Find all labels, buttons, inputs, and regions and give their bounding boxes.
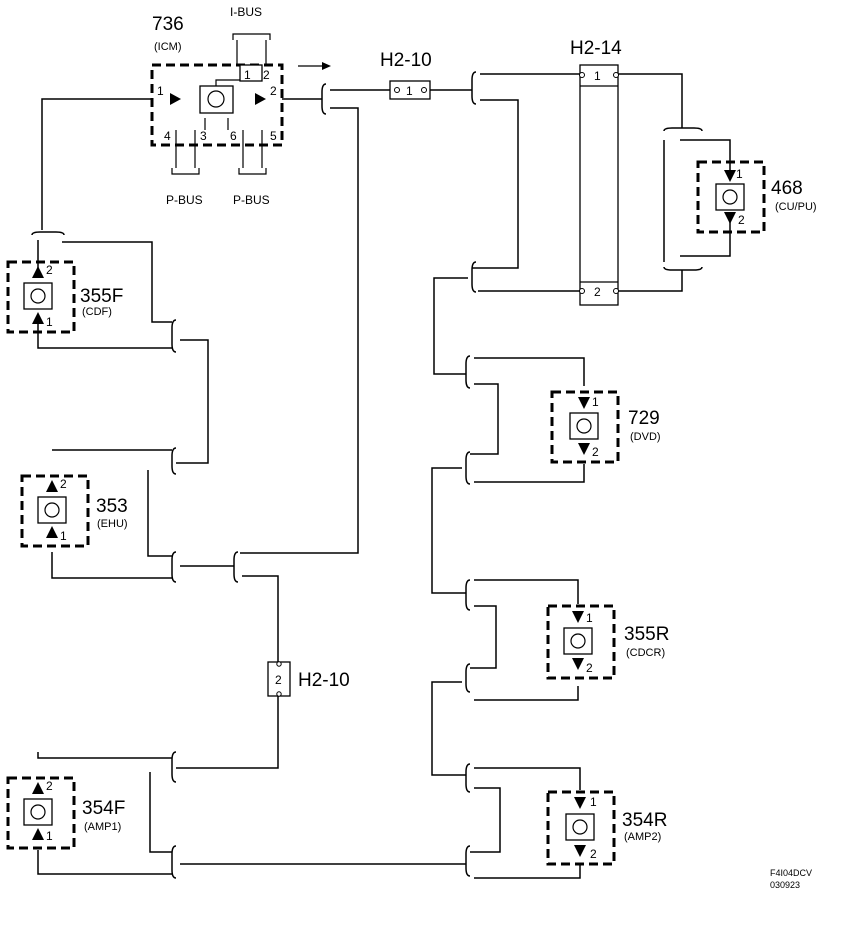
module-cdf: 2 1 355F (CDF) (6, 260, 123, 334)
ibus-pin-2: 2 (263, 68, 270, 82)
icm-pin-6: 6 (230, 129, 237, 143)
icm-pin-5: 5 (270, 129, 277, 143)
icm-name: (ICM) (154, 41, 182, 53)
amp1-pin-2: 2 (46, 779, 53, 793)
cupu-pin-1: 1 (736, 167, 743, 181)
h210-mid-pin: 2 (275, 673, 282, 687)
pbus-connections: P-BUS P-BUS (166, 118, 270, 207)
fiber-loop-wiring: 1 H2-10 1 2 H2-14 (31, 38, 731, 879)
amp2-pin-2: 2 (590, 847, 597, 861)
icm-out-arrow (255, 93, 266, 105)
ehu-pin-1: 1 (60, 529, 67, 543)
module-amp2: 1 2 354R (AMP2) (546, 790, 667, 866)
cupu-pin-2: 2 (738, 213, 745, 227)
cupu-name: (CU/PU) (775, 201, 817, 213)
ibus-connection: 1 2 I-BUS (215, 5, 331, 86)
h210-mid-label: H2-10 (298, 670, 350, 691)
amp1-housing (6, 776, 76, 850)
cdcr-number: 355R (624, 624, 669, 645)
ehu-housing (20, 474, 90, 548)
h210-top-label: H2-10 (380, 50, 432, 71)
cdf-pin-1: 1 (46, 315, 53, 329)
ehu-number: 353 (96, 496, 128, 517)
module-dvd: 1 2 729 (DVD) (550, 390, 661, 464)
module-amp1: 2 1 354F (AMP1) (6, 776, 125, 850)
h210-top-pin: 1 (406, 84, 413, 98)
cdcr-name: (CDCR) (626, 647, 665, 659)
cupu-housing (696, 160, 766, 234)
icm-pin-1: 1 (157, 84, 164, 98)
h214-connector (579, 64, 619, 306)
module-cupu: 1 2 468 (CU/PU) (696, 160, 817, 234)
cdcr-transceiver (563, 627, 593, 655)
amp1-pin-1: 1 (46, 829, 53, 843)
amp2-number: 354R (622, 810, 667, 831)
icm-pin-3: 3 (200, 129, 207, 143)
ehu-transceiver (37, 496, 67, 524)
cdf-transceiver (23, 282, 53, 310)
pbus-right-label: P-BUS (233, 193, 270, 207)
icm-transceiver (199, 85, 234, 114)
dvd-pin-2: 2 (592, 445, 599, 459)
cupu-transceiver (715, 183, 745, 211)
drawing-code: F4I04DCV (770, 868, 812, 878)
ehu-pin-2: 2 (60, 477, 67, 491)
dvd-name: (DVD) (630, 431, 661, 443)
h214-pin-2: 2 (594, 285, 601, 299)
amp2-pin-1: 1 (590, 795, 597, 809)
drawing-date: 030923 (770, 880, 800, 890)
amp2-name: (AMP2) (624, 831, 661, 843)
cdcr-housing (546, 604, 616, 680)
icm-housing (150, 63, 284, 147)
icm-pin-4: 4 (164, 129, 171, 143)
cdcr-pin-2: 2 (586, 661, 593, 675)
h214-label: H2-14 (570, 38, 622, 59)
cdf-number: 355F (80, 286, 123, 307)
cdcr-pin-1: 1 (586, 611, 593, 625)
dvd-housing (550, 390, 620, 464)
dvd-pin-1: 1 (592, 395, 599, 409)
cdf-name: (CDF) (82, 306, 112, 318)
dvd-number: 729 (628, 408, 660, 429)
module-cdcr: 1 2 355R (CDCR) (546, 604, 669, 680)
cdf-housing (6, 260, 76, 334)
amp2-housing (546, 790, 616, 866)
pbus-left-label: P-BUS (166, 193, 203, 207)
icm-number: 736 (152, 14, 184, 35)
icm-pin-2: 2 (270, 84, 277, 98)
dvd-transceiver (569, 412, 599, 440)
cdf-pin-2: 2 (46, 263, 53, 277)
cupu-number: 468 (771, 178, 803, 199)
ibus-pin-1: 1 (244, 68, 251, 82)
ehu-name: (EHU) (97, 518, 128, 530)
ibus-label: I-BUS (230, 5, 262, 19)
amp2-transceiver (565, 813, 595, 841)
amp1-number: 354F (82, 798, 125, 819)
module-ehu: 2 1 353 (EHU) (20, 474, 128, 548)
h214-pin-1: 1 (594, 69, 601, 83)
amp1-name: (AMP1) (84, 821, 121, 833)
icm-in-arrow (170, 93, 181, 105)
amp1-transceiver (23, 798, 53, 826)
